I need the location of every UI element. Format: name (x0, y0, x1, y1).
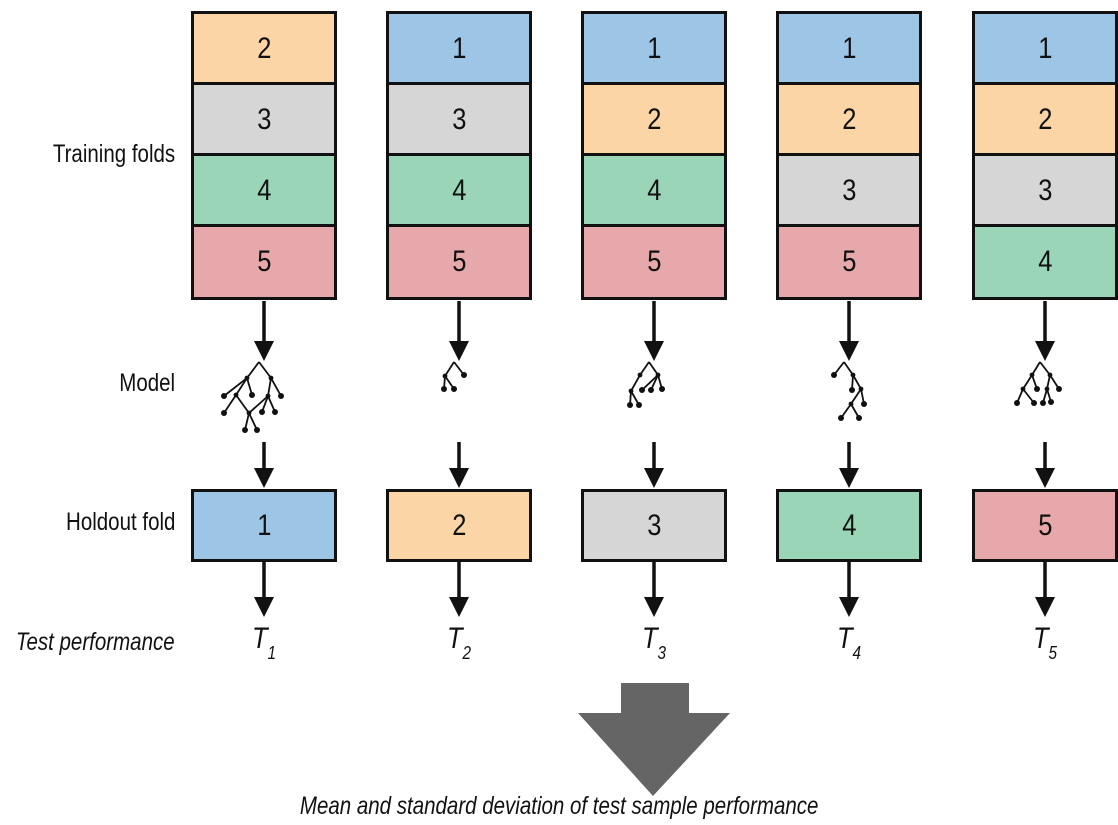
fold-number: 3 (841, 173, 857, 207)
fold-number: 5 (1037, 508, 1053, 542)
training-fold-3: 3 (776, 153, 922, 229)
training-fold-1: 1 (972, 11, 1118, 87)
arrow-down-icon (839, 562, 859, 617)
fold-number: 5 (451, 244, 467, 278)
training-fold-5: 5 (386, 224, 532, 300)
training-fold-2: 2 (972, 82, 1118, 158)
decision-tree-icon (627, 361, 665, 408)
fold-number: 2 (1037, 102, 1053, 136)
arrow-down-icon (1035, 301, 1055, 361)
fold-number: 4 (1037, 244, 1053, 278)
arrow-down-icon (254, 442, 274, 488)
arrow-down-icon (449, 301, 469, 361)
summary-down-arrow-icon (578, 683, 730, 796)
fold-number: 4 (646, 173, 662, 207)
decision-tree-icon (831, 361, 867, 421)
fold-number: 1 (451, 31, 467, 65)
decision-tree-icon (441, 361, 467, 392)
arrow-down-icon (449, 562, 469, 617)
fold-number: 2 (256, 31, 272, 65)
arrow-down-icon (644, 301, 664, 361)
training-fold-5: 5 (581, 224, 727, 300)
fold-number: 1 (1037, 31, 1053, 65)
summary-text: Mean and standard deviation of test samp… (299, 792, 819, 820)
row-label-holdout: Holdout fold (65, 508, 175, 536)
test-index: 2 (462, 643, 472, 663)
row-label-test: Test performance (16, 628, 175, 656)
training-fold-2: 2 (776, 82, 922, 158)
arrow-down-icon (1035, 562, 1055, 617)
decision-tree-icon (1014, 361, 1062, 406)
arrow-down-icon (1035, 442, 1055, 488)
test-index: 4 (852, 643, 862, 663)
arrow-down-icon (449, 442, 469, 488)
test-performance-label: T1 (239, 622, 290, 663)
test-symbol: T (641, 622, 658, 655)
arrow-down-icon (644, 562, 664, 617)
training-fold-2: 2 (191, 11, 337, 87)
arrow-down-icon (254, 301, 274, 361)
test-index: 5 (1048, 643, 1058, 663)
training-fold-4: 4 (191, 153, 337, 229)
fold-number: 1 (646, 31, 662, 65)
fold-number: 5 (256, 244, 272, 278)
holdout-fold-5: 5 (972, 489, 1118, 562)
fold-number: 3 (646, 508, 662, 542)
holdout-fold-4: 4 (776, 489, 922, 562)
arrow-down-icon (644, 442, 664, 488)
fold-number: 3 (256, 102, 272, 136)
decision-tree-icon (221, 361, 284, 433)
training-fold-5: 5 (191, 224, 337, 300)
arrow-down-icon (839, 301, 859, 361)
training-fold-4: 4 (972, 224, 1118, 300)
fold-number: 1 (256, 508, 272, 542)
test-performance-label: T5 (1020, 622, 1071, 663)
fold-number: 2 (646, 102, 662, 136)
training-fold-1: 1 (581, 11, 727, 87)
row-label-model: Model (119, 369, 175, 397)
arrow-down-icon (254, 562, 274, 617)
holdout-fold-3: 3 (581, 489, 727, 562)
test-symbol: T (446, 622, 463, 655)
fold-number: 5 (646, 244, 662, 278)
test-performance-label: T4 (824, 622, 875, 663)
test-symbol: T (251, 622, 268, 655)
test-index: 3 (657, 643, 667, 663)
arrow-down-icon (839, 442, 859, 488)
summary-caption: Mean and standard deviation of test samp… (0, 792, 1118, 821)
fold-number: 4 (841, 508, 857, 542)
training-fold-2: 2 (581, 82, 727, 158)
fold-number: 3 (451, 102, 467, 136)
row-label-training: Training folds (52, 140, 175, 168)
fold-number: 4 (256, 173, 272, 207)
training-fold-5: 5 (776, 224, 922, 300)
training-fold-1: 1 (386, 11, 532, 87)
fold-number: 2 (451, 508, 467, 542)
fold-number: 5 (841, 244, 857, 278)
test-index: 1 (267, 643, 277, 663)
fold-number: 3 (1037, 173, 1053, 207)
fold-number: 1 (841, 31, 857, 65)
test-performance-label: T2 (434, 622, 485, 663)
holdout-fold-1: 1 (191, 489, 337, 562)
fold-number: 2 (841, 102, 857, 136)
fold-number: 4 (451, 173, 467, 207)
test-symbol: T (1032, 622, 1049, 655)
holdout-fold-2: 2 (386, 489, 532, 562)
test-performance-label: T3 (629, 622, 680, 663)
test-symbol: T (836, 622, 853, 655)
